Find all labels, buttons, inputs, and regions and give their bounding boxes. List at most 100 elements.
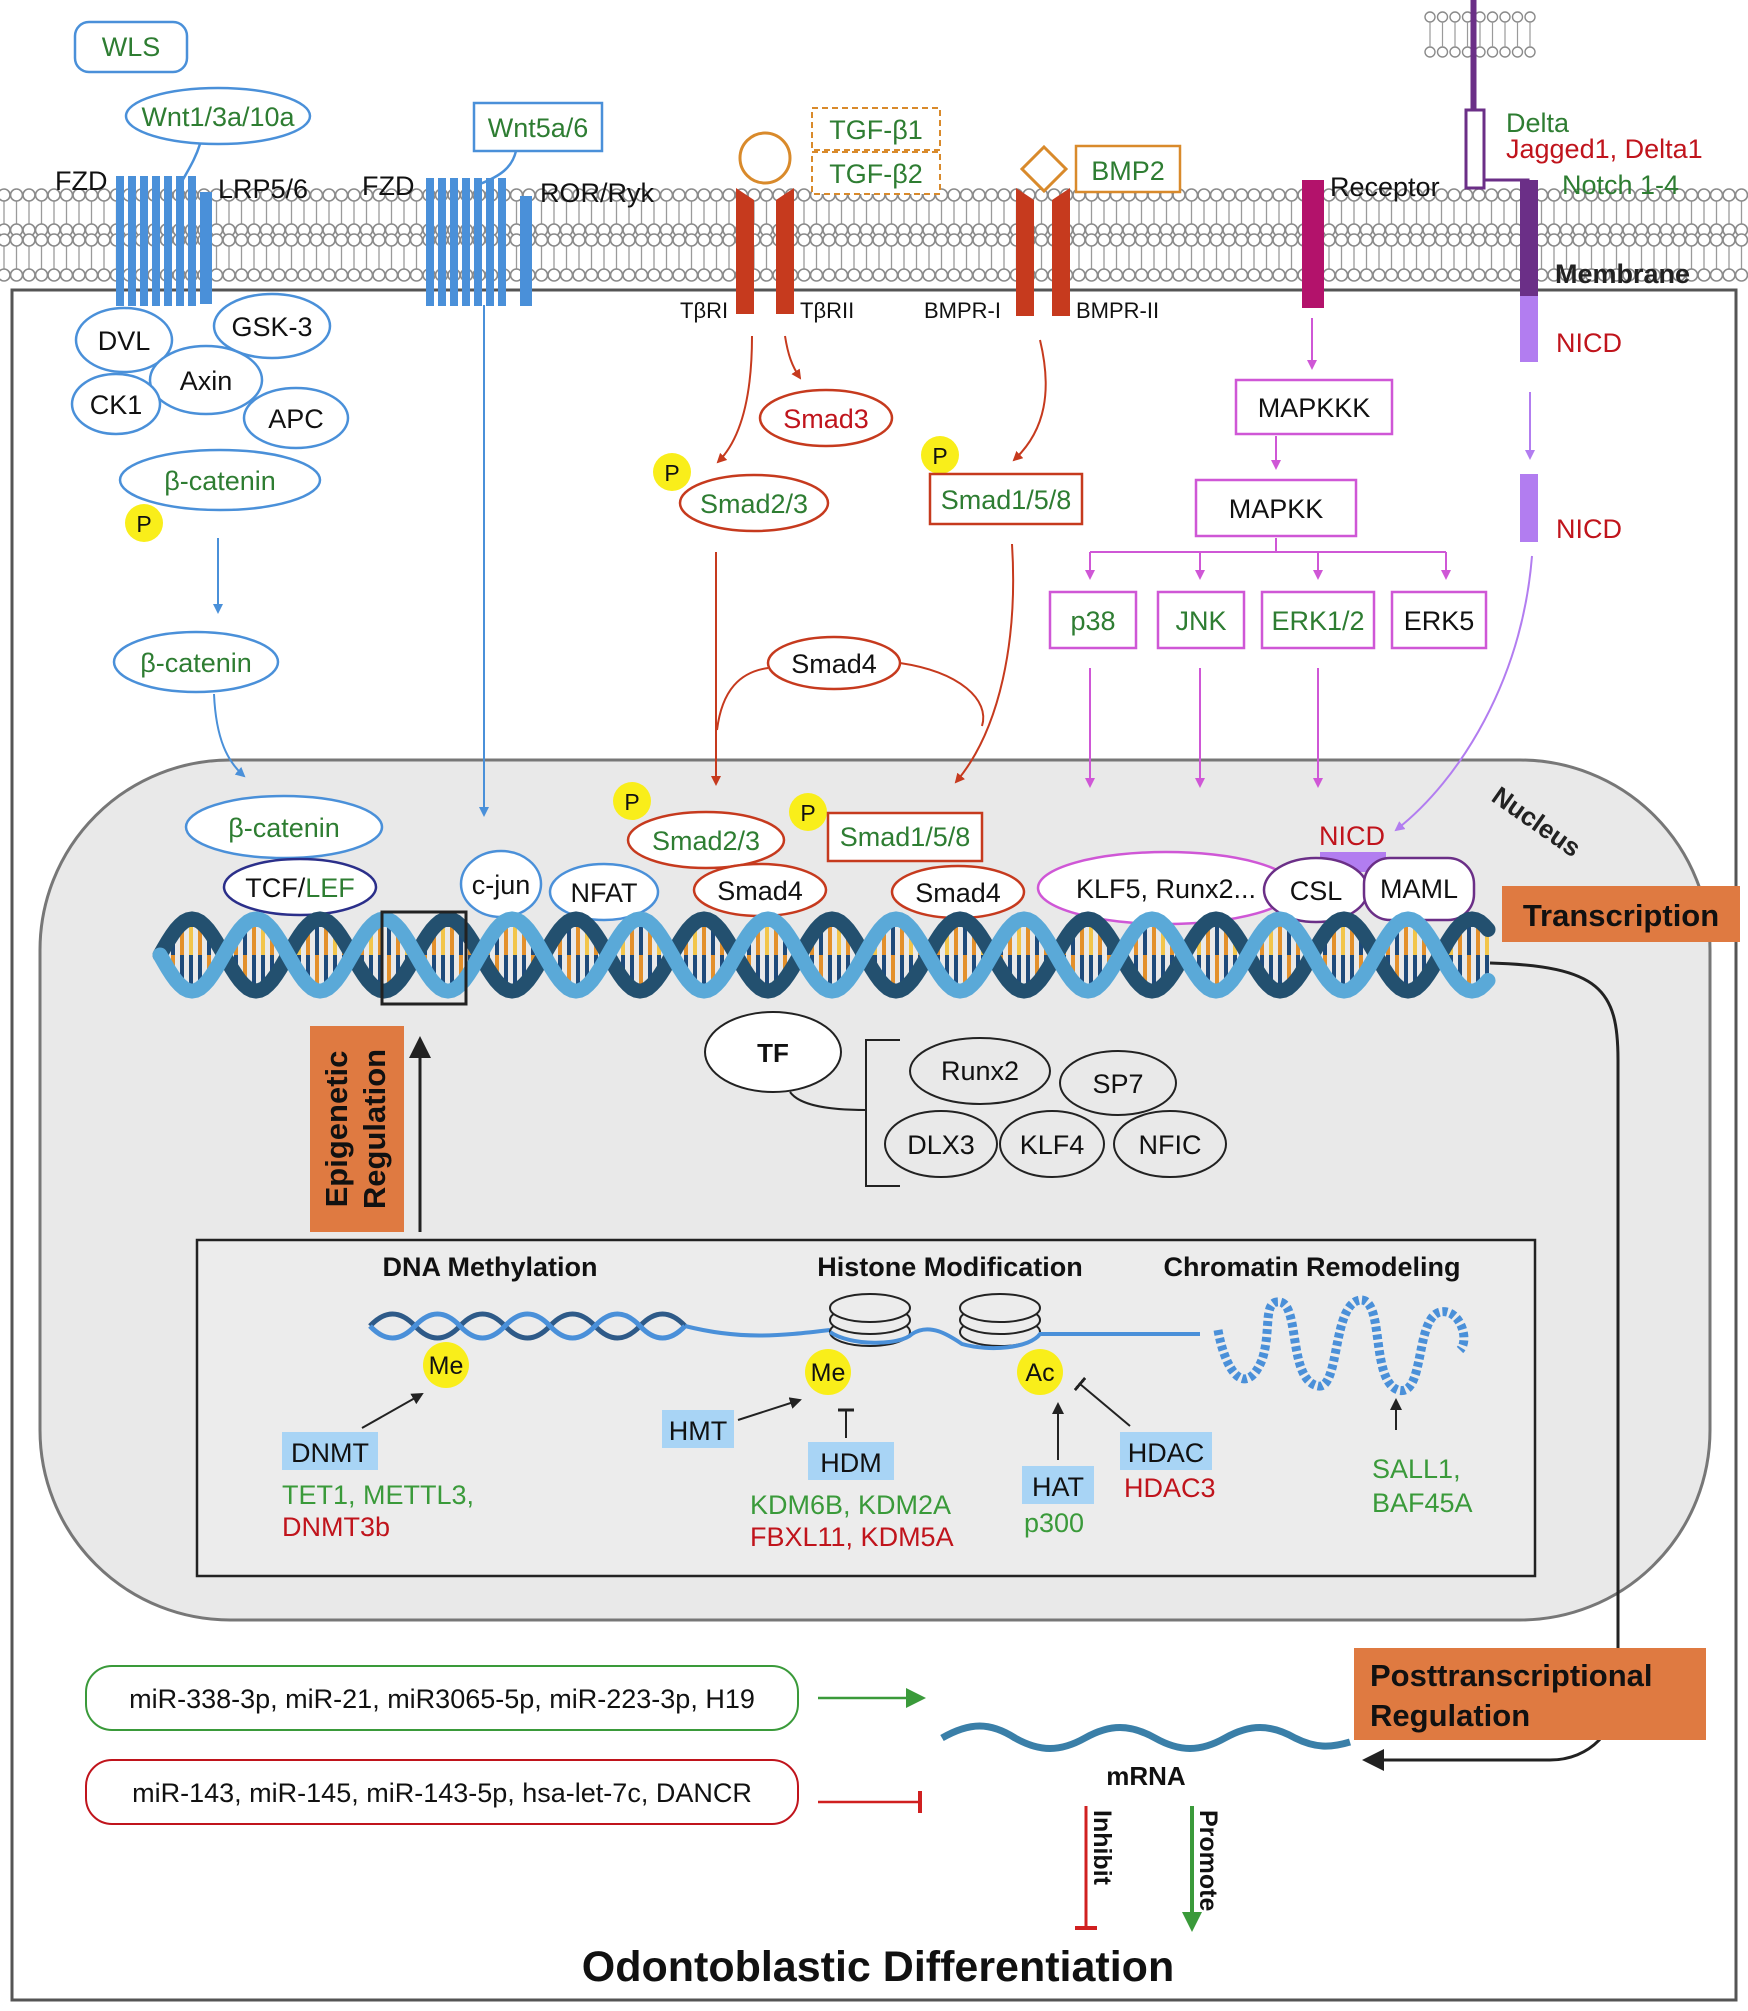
arrow-hmt-me — [737, 1397, 802, 1421]
phospho-bcat — [125, 504, 163, 542]
epigenetic-label-1: Epigenetic — [319, 1051, 354, 1208]
hat-label: HAT — [1032, 1472, 1084, 1502]
nfat-node — [548, 862, 660, 922]
ck1-node — [70, 372, 162, 436]
erk12-label: ERK1/2 — [1271, 606, 1364, 636]
mapkk-label: MAPKK — [1229, 494, 1324, 524]
epigenetic-box — [310, 1026, 404, 1232]
phospho-nuc-smad23-label: P — [624, 789, 639, 815]
nuc-smad23-label: Smad2/3 — [652, 826, 760, 856]
bmp2-box — [1074, 144, 1182, 194]
dvl-label: DVL — [98, 326, 151, 356]
bmp-receptor-r2 — [1052, 188, 1070, 316]
dnmt-inhibit-label: DNMT3b — [282, 1512, 390, 1542]
smad158-label: Smad1/5/8 — [941, 485, 1072, 515]
fzd-label-2: FZD — [362, 171, 414, 201]
p38-label: p38 — [1070, 606, 1115, 636]
mrna-label: mRNA — [1106, 1761, 1186, 1791]
tgfb1-label: TGF-β1 — [829, 115, 923, 145]
phospho-nuc-smad23 — [613, 782, 651, 820]
erk5-label: ERK5 — [1404, 606, 1475, 636]
sp7-node — [1059, 1050, 1177, 1116]
arrow-nicd-nuclear — [1394, 555, 1533, 832]
delta-label: Delta — [1506, 108, 1570, 138]
me-mark-histone-label: Me — [811, 1359, 846, 1387]
tgfb2-box — [811, 151, 941, 195]
inhibit-mirna-box — [85, 1759, 799, 1825]
wnt5a-tether — [479, 150, 518, 186]
posttranscriptional-label-1: Posttranscriptional — [1370, 1658, 1653, 1693]
lef-label: LEF — [305, 873, 355, 903]
nicd-label-1: NICD — [1556, 328, 1622, 358]
gsk3-node — [212, 292, 332, 360]
outcome-title: Odontoblastic Differentiation — [582, 1943, 1174, 1991]
phospho-nuc-smad158 — [789, 793, 827, 831]
posttranscriptional-box — [1354, 1648, 1706, 1740]
bcat-cyto-label: β-catenin — [140, 648, 252, 678]
bmp-r1-label: BMPR-I — [924, 298, 1001, 323]
phospho-smad158-label: P — [932, 443, 947, 469]
ac-mark-histone — [1017, 1349, 1063, 1395]
gsk3-label: GSK-3 — [231, 312, 312, 342]
tgf-receptor-r1 — [736, 188, 754, 314]
phospho-smad23 — [653, 453, 691, 491]
fzd-label-1: FZD — [55, 166, 107, 196]
nuc-smad4-label-2: Smad4 — [915, 878, 1001, 908]
bcat-nuc-label: β-catenin — [228, 813, 340, 843]
tgfb1-box — [811, 107, 941, 151]
nicd-label-3: NICD — [1319, 821, 1385, 851]
nfic-node — [1113, 1110, 1227, 1178]
phospho-bcat-label: P — [136, 511, 151, 537]
nicd-membrane — [1520, 296, 1538, 362]
hat-box — [1022, 1466, 1094, 1504]
nfat-label: NFAT — [571, 878, 638, 908]
transcription-label: Transcription — [1523, 898, 1719, 933]
hdm-promote-label: KDM6B, KDM2A — [750, 1490, 951, 1520]
klf4-label: KLF4 — [1020, 1130, 1085, 1160]
dlx3-node — [884, 1110, 998, 1178]
epigenetic-label-2: Regulation — [357, 1049, 392, 1209]
dna-methylation-title: DNA Methylation — [383, 1252, 598, 1282]
inhibit-label: Inhibit — [1088, 1810, 1116, 1886]
smad23-label: Smad2/3 — [700, 489, 808, 519]
smad23-node — [678, 473, 830, 533]
promote-label: Promote — [1194, 1810, 1222, 1912]
bcat-complex-node — [118, 448, 322, 512]
tcf-lef-label: TCF/LEF — [245, 873, 355, 903]
dnmt-label: DNMT — [291, 1438, 369, 1468]
runx2-label: Runx2 — [941, 1056, 1019, 1086]
ac-mark-histone-label: Ac — [1025, 1359, 1054, 1387]
smad3-node — [758, 388, 894, 448]
phospho-nuc-smad158-label: P — [800, 800, 815, 826]
tf-bracket — [865, 1039, 900, 1187]
hdac-box — [1120, 1432, 1212, 1470]
dvl-node — [74, 306, 174, 374]
apc-node — [242, 386, 350, 450]
tgf-r2-label: TβRII — [800, 298, 854, 323]
hdm-box — [808, 1442, 894, 1480]
lrp-receptor — [200, 192, 212, 304]
tgf-r1-label: TβRI — [680, 298, 728, 323]
tf-node — [704, 1011, 842, 1093]
transcription-box — [1502, 886, 1740, 942]
epigenetic-focus-box — [380, 910, 468, 1006]
fzd-receptor-1 — [116, 176, 196, 306]
tgfb2-label: TGF-β2 — [829, 159, 923, 189]
bmp-receptor-r1 — [1016, 188, 1034, 316]
delta-ligand-body — [1464, 108, 1486, 190]
smad4-label: Smad4 — [791, 649, 877, 679]
chromatin-remodeling-title: Chromatin Remodeling — [1163, 1252, 1460, 1282]
ror-ryk-label: ROR/Ryk — [540, 178, 654, 208]
remodel-label-1: SALL1, — [1372, 1454, 1461, 1484]
bmp-r2-label: BMPR-II — [1076, 298, 1159, 323]
hat-promote-label: p300 — [1024, 1508, 1084, 1538]
erk12-box — [1260, 590, 1376, 650]
tgf-ligand — [738, 131, 792, 185]
axin-label: Axin — [180, 366, 233, 396]
mapk-receptor-label: Receptor — [1330, 172, 1440, 202]
arrow-dnmt-me — [361, 1393, 424, 1429]
mapkk-box — [1194, 478, 1358, 538]
mapkkk-label: MAPKKK — [1258, 393, 1371, 423]
nucleosome-linker — [828, 1327, 1200, 1351]
